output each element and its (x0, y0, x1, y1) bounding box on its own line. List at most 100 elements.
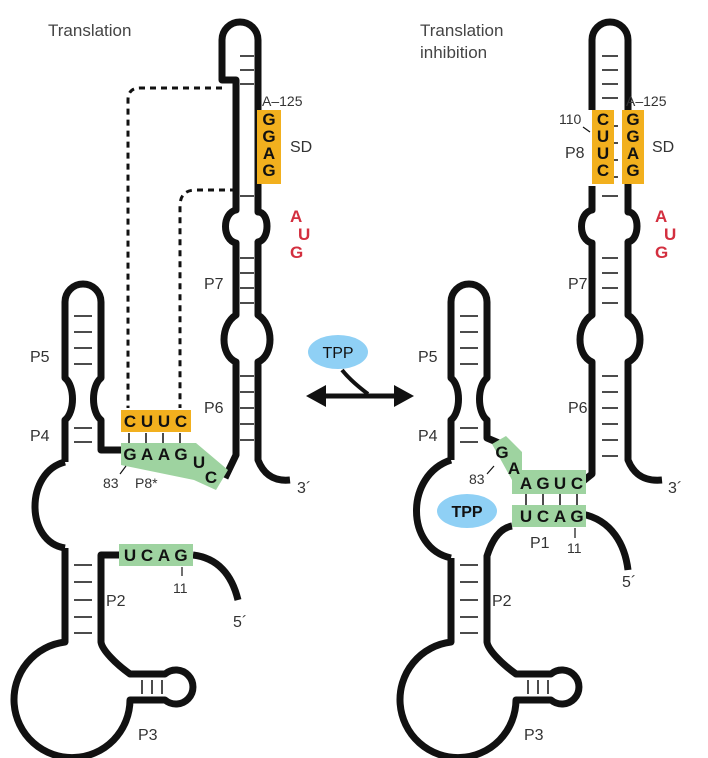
right-central-loop (413, 456, 453, 562)
left-tick-83 (119, 465, 127, 475)
right-panel-translation-inhibition: Translation inhibition (396, 18, 682, 758)
left-label-p3: P3 (138, 727, 158, 744)
left-position-125: A–125 (262, 93, 303, 109)
left-ucag-box (119, 544, 193, 566)
left-sd-nt-1: G (262, 110, 275, 129)
right-ucag-nt-2: C (537, 507, 549, 526)
right-p8-left-nt-2: U (597, 127, 609, 146)
left-ucag-nt-4: G (174, 546, 187, 565)
bound-tpp-bubble (437, 494, 497, 528)
right-five-prime-tail (581, 510, 632, 571)
left-cuuc-box (121, 410, 191, 432)
right-ucag-nt-4: G (570, 507, 583, 526)
left-sd-nt-3: A (263, 144, 275, 163)
left-p5-p4-stem (61, 280, 123, 462)
left-label-p8star: P8* (135, 475, 158, 491)
right-start-codon-g: G (655, 243, 668, 262)
right-main-stem (576, 18, 663, 485)
right-ga-nt-g: G (495, 443, 508, 462)
left-three-prime: 3´ (297, 480, 311, 497)
left-start-codon-u: U (298, 225, 310, 244)
right-p8-right-nt-2: G (626, 127, 639, 146)
free-tpp-label: TPP (322, 345, 353, 362)
left-position-83: 83 (103, 475, 119, 491)
left-sd-box (257, 110, 281, 184)
left-start-codon-g: G (290, 243, 303, 262)
left-gaag-nt-2: A (141, 445, 153, 464)
left-ucag-nt-1: U (124, 546, 136, 565)
right-ga-aguc-box (492, 436, 586, 494)
left-sd-nt-2: G (262, 127, 275, 146)
right-label-p4: P4 (418, 428, 438, 445)
left-tail-nt-u: U (193, 453, 205, 472)
right-three-prime: 3´ (668, 480, 682, 497)
right-p8-right-nt-1: G (626, 110, 639, 129)
right-aguc-nt-1: A (520, 474, 532, 493)
left-label-p4: P4 (30, 428, 50, 445)
right-aguc-nt-2: G (536, 474, 549, 493)
right-label-p1: P1 (530, 535, 550, 552)
bound-tpp-label: TPP (451, 504, 482, 521)
left-cuuc-nt-4: C (175, 412, 187, 431)
right-start-codon-a: A (655, 207, 667, 226)
right-ucag-nt-3: A (554, 507, 566, 526)
left-label-p5: P5 (30, 349, 50, 366)
right-label-p6: P6 (568, 400, 588, 417)
equilibrium-arrow-right-head (394, 385, 414, 407)
free-tpp-bubble (308, 335, 368, 369)
left-p2-p3-domain (10, 548, 197, 758)
left-label-p6: P6 (204, 400, 224, 417)
left-label-p2: P2 (106, 593, 126, 610)
left-cuuc-nt-2: U (141, 412, 153, 431)
left-gaag-nt-4: G (174, 445, 187, 464)
right-start-codon-u: U (664, 225, 676, 244)
left-start-codon-a: A (290, 207, 302, 226)
right-position-83: 83 (469, 471, 485, 487)
right-tick-110 (582, 126, 591, 133)
left-position-11: 11 (173, 580, 188, 596)
left-central-loop (31, 458, 67, 552)
left-panel-translation: Translation (10, 18, 312, 758)
right-p8-cuuc-box (592, 110, 614, 184)
right-p5-p4-stem (447, 280, 508, 460)
left-sd-nt-4: G (262, 161, 275, 180)
center-equilibrium: TPP (306, 335, 414, 407)
equilibrium-arrow-left-head (306, 385, 326, 407)
left-five-prime-tail (192, 551, 242, 601)
left-label-p7: P7 (204, 276, 224, 293)
right-p2-p3-domain (396, 522, 583, 758)
right-label-p2: P2 (492, 593, 512, 610)
left-gaag-box (121, 443, 228, 490)
right-p8-left-nt-3: U (597, 144, 609, 163)
right-label-p8: P8 (565, 145, 585, 162)
right-p8-right-nt-4: G (626, 161, 639, 180)
left-dashed-link-1 (126, 86, 222, 408)
left-panel-title: Translation (48, 21, 131, 40)
right-five-prime: 5´ (622, 574, 636, 591)
right-aguc-nt-4: C (571, 474, 583, 493)
right-panel-title-line2: inhibition (420, 43, 487, 62)
right-p8-right-nt-3: A (627, 144, 639, 163)
left-base-pairs (74, 55, 254, 694)
left-ucag-nt-3: A (158, 546, 170, 565)
right-p8-left-nt-1: C (597, 110, 609, 129)
right-panel-title-line1: Translation (420, 21, 503, 40)
left-main-stem (218, 18, 291, 484)
left-tail-nt-c: C (205, 468, 217, 487)
right-aguc-nt-3: U (554, 474, 566, 493)
right-label-p5: P5 (418, 349, 438, 366)
left-ucag-nt-2: C (141, 546, 153, 565)
left-gaag-nt-1: G (123, 445, 136, 464)
right-ga-nt-a: A (508, 459, 520, 478)
tpp-binding-curve (340, 368, 370, 396)
left-gaag-nt-3: A (158, 445, 170, 464)
right-ucag-nt-1: U (520, 507, 532, 526)
right-p8-left-nt-4: C (597, 161, 609, 180)
right-position-110: 110 (559, 111, 582, 127)
left-cuuc-nt-1: C (124, 412, 136, 431)
right-tick-83 (486, 465, 495, 475)
left-sd-label: SD (290, 139, 312, 156)
right-ucag-box (512, 505, 586, 527)
right-label-p7: P7 (568, 276, 588, 293)
